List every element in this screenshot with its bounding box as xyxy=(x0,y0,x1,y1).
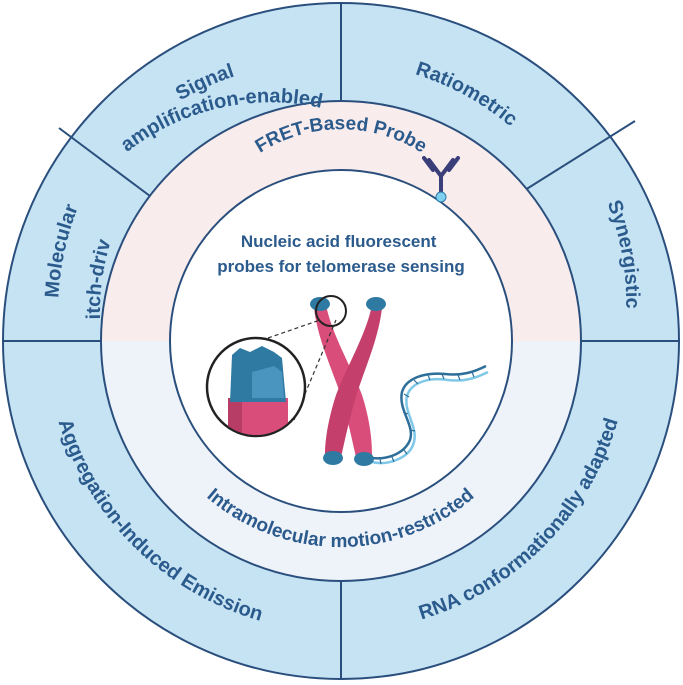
center-title-line2: probes for telomerase sensing xyxy=(217,257,465,276)
svg-text:Nucleic acid fluorescent p: Nucleic acid fluorescent probes for telo… xyxy=(217,232,465,276)
inner-ring-border xyxy=(100,100,582,582)
fluorophore-dot-icon xyxy=(435,191,447,203)
magnifier-callout xyxy=(205,295,347,438)
chromosome-icon xyxy=(310,297,386,466)
center-title-line1: Nucleic acid fluorescent xyxy=(241,232,437,251)
segment-dividers xyxy=(3,3,679,679)
antibody-icon xyxy=(422,156,460,195)
dna-helix-icon xyxy=(371,364,489,465)
